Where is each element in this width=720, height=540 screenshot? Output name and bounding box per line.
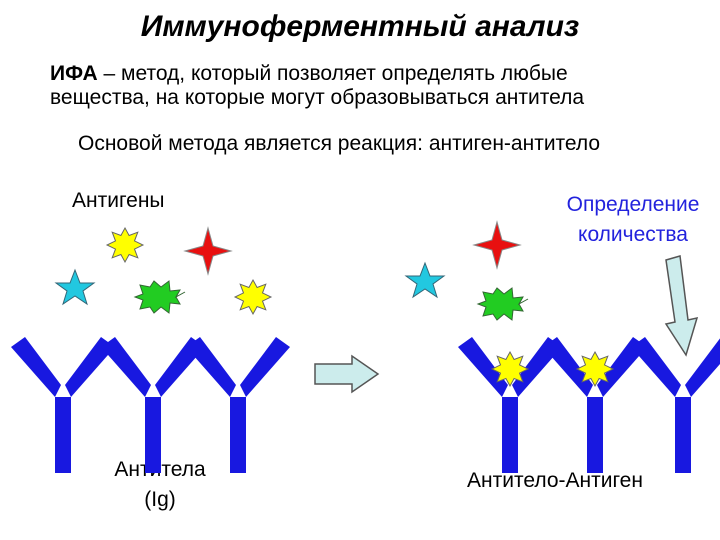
red-star-antigen <box>183 226 233 276</box>
bound-yellow-burst-antigen <box>490 350 530 388</box>
slide-title: Иммуноферментный анализ <box>140 10 580 43</box>
intro-line-1: ИФА – метод, который позволяет определят… <box>50 62 710 86</box>
green-burst-antigen <box>476 287 529 321</box>
detection-label-line-2: количества <box>578 223 688 246</box>
antibody-y-icon <box>11 337 115 473</box>
method-basis: Основой метода является реакция: антиген… <box>78 132 601 155</box>
complex-label: Антитело-Антиген <box>467 469 643 492</box>
cyan-star-antigen <box>54 268 96 306</box>
yellow-burst-antigen <box>233 278 273 316</box>
antibody-y-icon <box>631 337 720 473</box>
yellow-burst-antigen <box>105 226 145 264</box>
process-arrow <box>314 354 380 394</box>
green-burst-antigen <box>133 280 186 314</box>
antibody-y-icon <box>186 337 290 473</box>
intro-definition: ИФА – метод, который позволяет определят… <box>50 62 710 110</box>
cyan-star-antigen <box>404 261 446 299</box>
detection-label-line-1: Определение <box>566 193 700 216</box>
bound-yellow-burst-antigen <box>575 350 615 388</box>
antigens-label: Антигены <box>72 189 165 212</box>
detection-arrow <box>664 255 699 357</box>
detection-label: Определение количества <box>548 190 718 250</box>
antibodies-label-line-2: (Ig) <box>144 488 176 511</box>
red-star-antigen <box>472 220 522 270</box>
antibody-y-icon <box>101 337 205 473</box>
intro-term: ИФА <box>50 62 98 85</box>
intro-line-2: вещества, на которые могут образовыватьс… <box>50 86 585 109</box>
intro-line-1-rest: – метод, который позволяет определять лю… <box>97 62 568 85</box>
